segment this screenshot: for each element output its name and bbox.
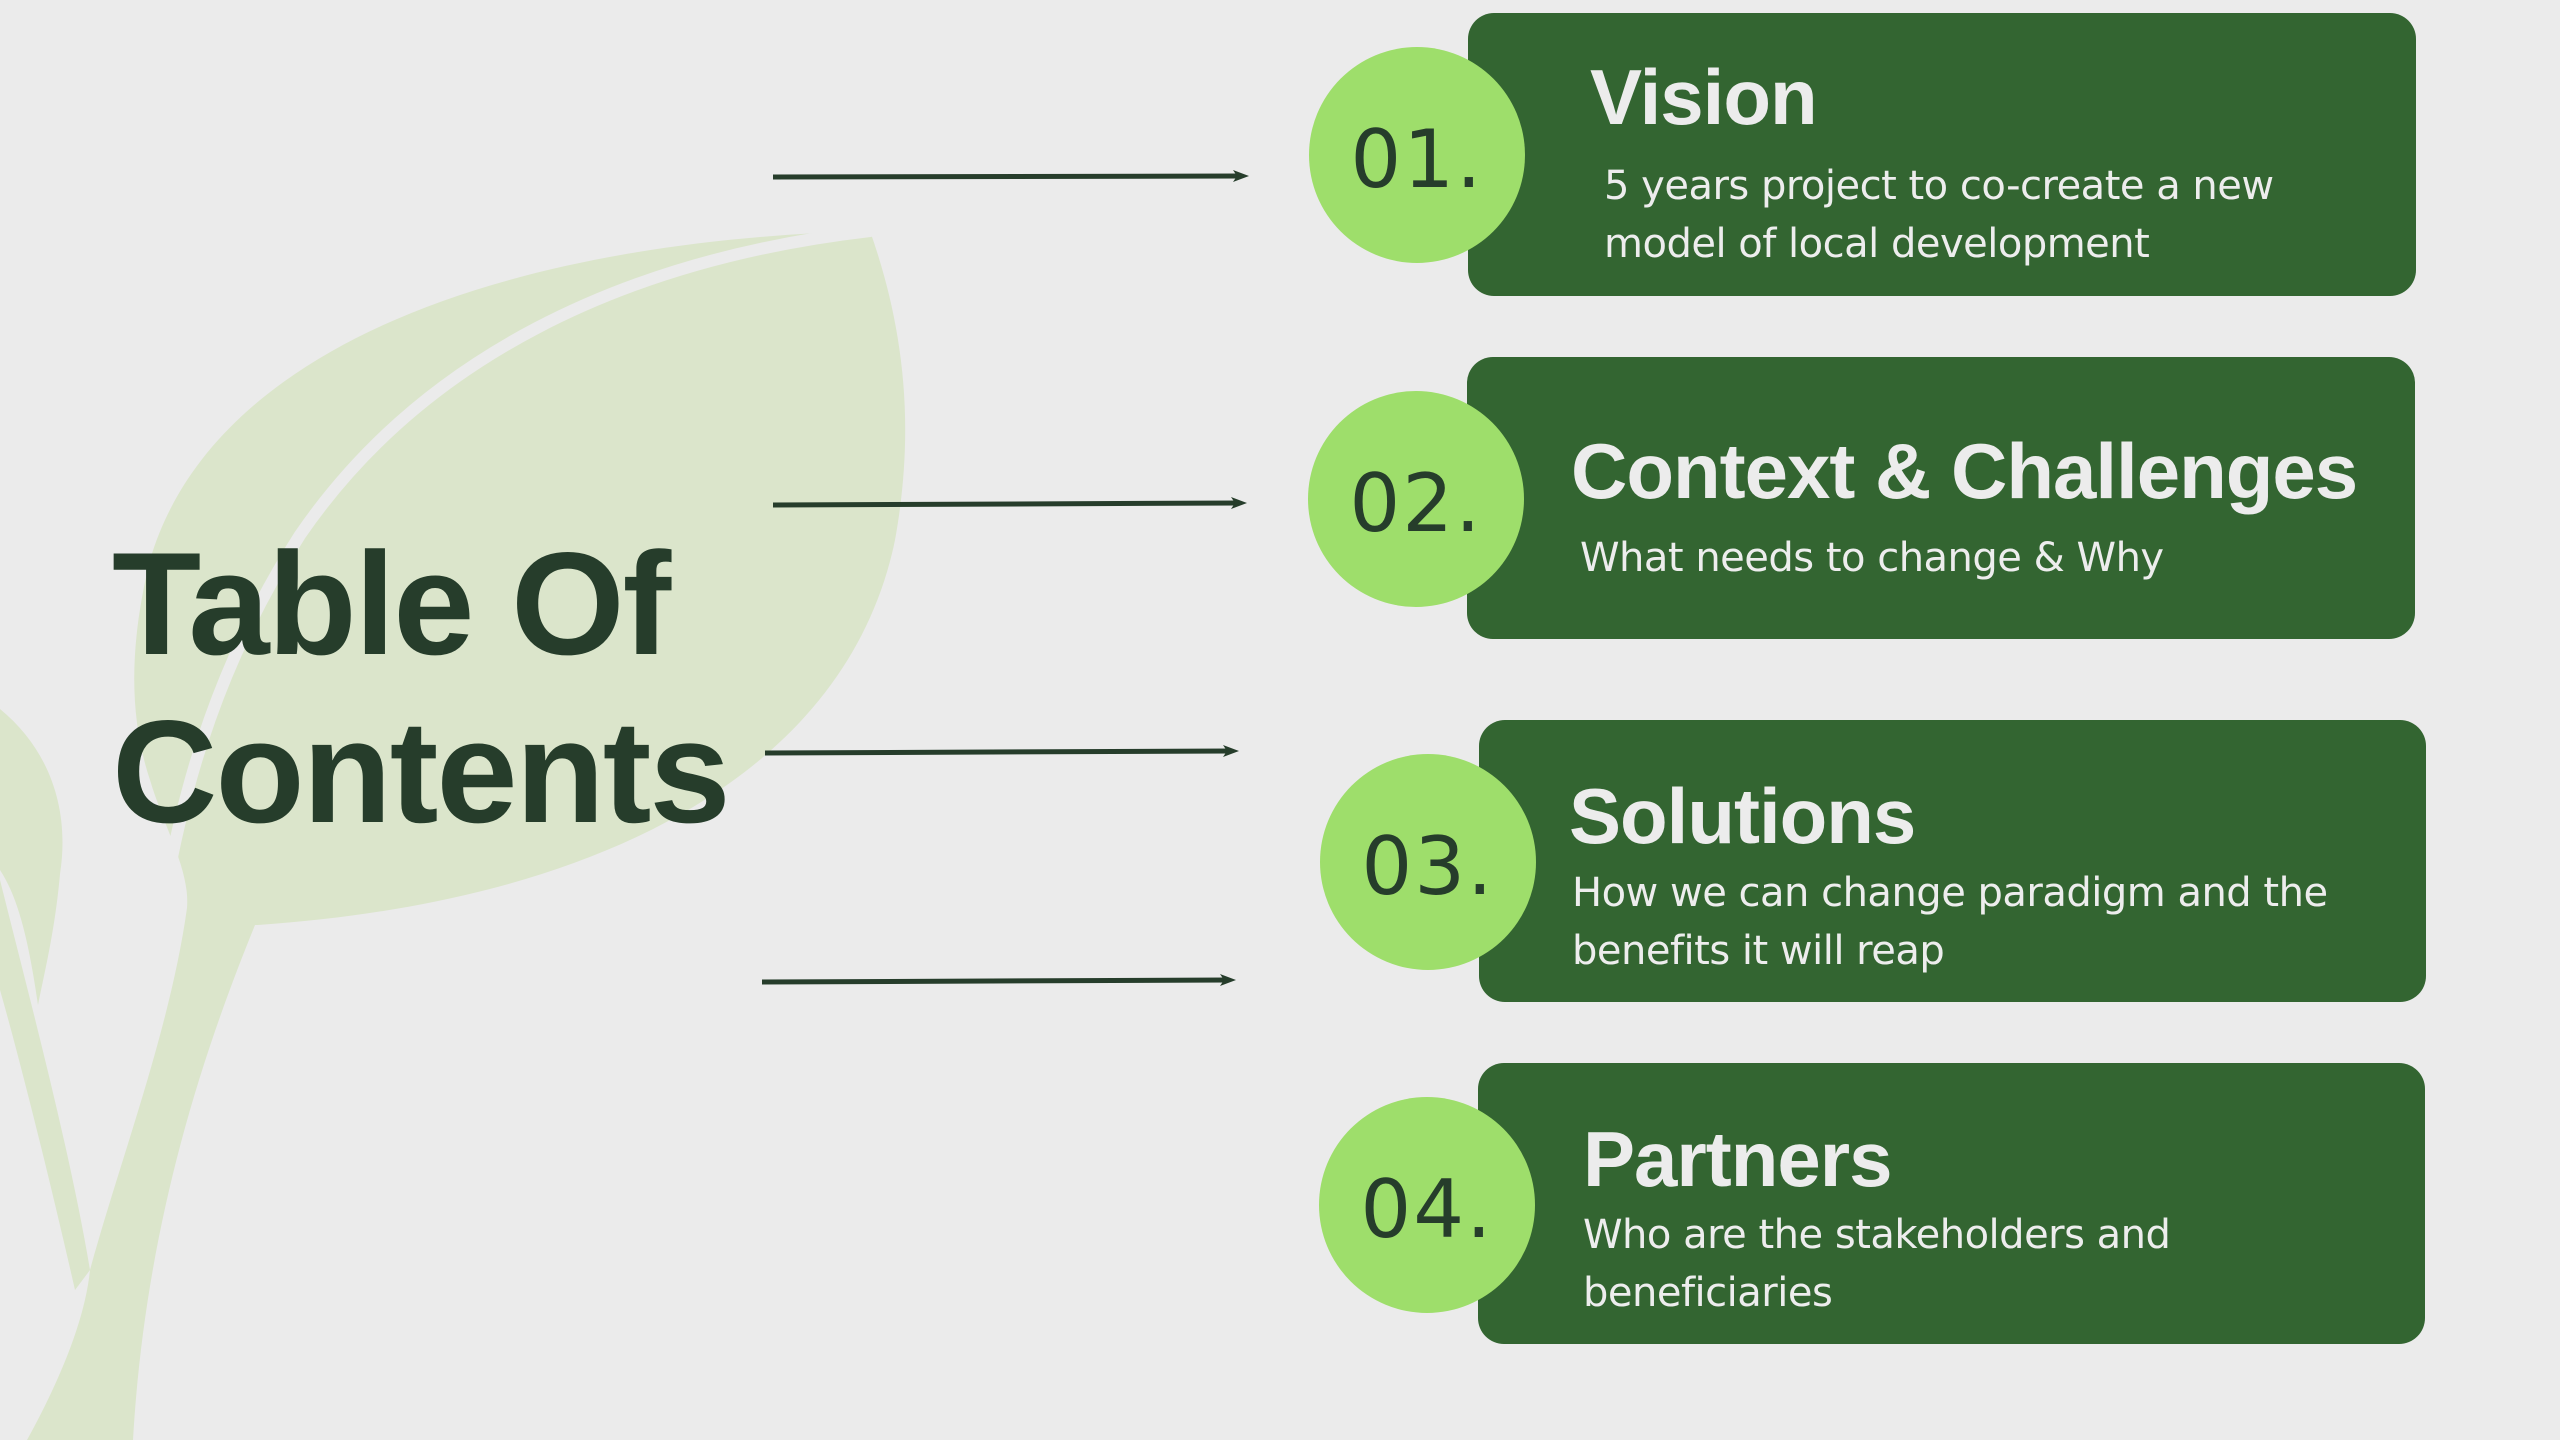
section-title: Solutions [1569, 772, 1916, 860]
section-title: Partners [1583, 1115, 1892, 1203]
page-title: Table Of Contents [112, 520, 731, 856]
big-leaf-shape [27, 231, 906, 1440]
section-title: Vision [1590, 53, 1818, 141]
page-title-line-1: Table Of [112, 522, 671, 685]
section-subtitle: Who are the stakeholders and beneficiari… [1583, 1212, 2171, 1316]
arrow-right-icon [772, 168, 1251, 184]
section-number-badge: 04. [1319, 1097, 1535, 1313]
arrow-right-icon [764, 744, 1241, 760]
section-card-context-challenges[interactable]: Context & Challenges What needs to chang… [1467, 357, 2415, 639]
section-number: 01. [1350, 112, 1484, 206]
section-subtitle: How we can change paradigm and the benef… [1572, 870, 2328, 974]
section-card-partners[interactable]: Partners Who are the stakeholders and be… [1478, 1063, 2425, 1344]
section-card-solutions[interactable]: Solutions How we can change paradigm and… [1479, 720, 2426, 1002]
leaf-vein [159, 225, 876, 900]
leaf-stem-branch [0, 880, 90, 1290]
section-number-badge: 01. [1309, 47, 1525, 263]
small-leaf-shape [0, 709, 63, 1005]
section-subtitle: What needs to change & Why [1580, 535, 2164, 581]
section-number: 03. [1361, 819, 1495, 913]
section-number: 04. [1360, 1162, 1494, 1256]
section-card-vision[interactable]: Vision 5 years project to co-create a ne… [1468, 13, 2416, 296]
page-title-line-2: Contents [112, 690, 731, 853]
arrow-right-icon [772, 496, 1249, 512]
section-number-badge: 03. [1320, 754, 1536, 970]
section-number-badge: 02. [1308, 391, 1524, 607]
section-title: Context & Challenges [1571, 427, 2358, 515]
section-number: 02. [1349, 456, 1483, 550]
arrow-right-icon [761, 973, 1238, 989]
section-subtitle: 5 years project to co-create a new model… [1604, 163, 2274, 267]
